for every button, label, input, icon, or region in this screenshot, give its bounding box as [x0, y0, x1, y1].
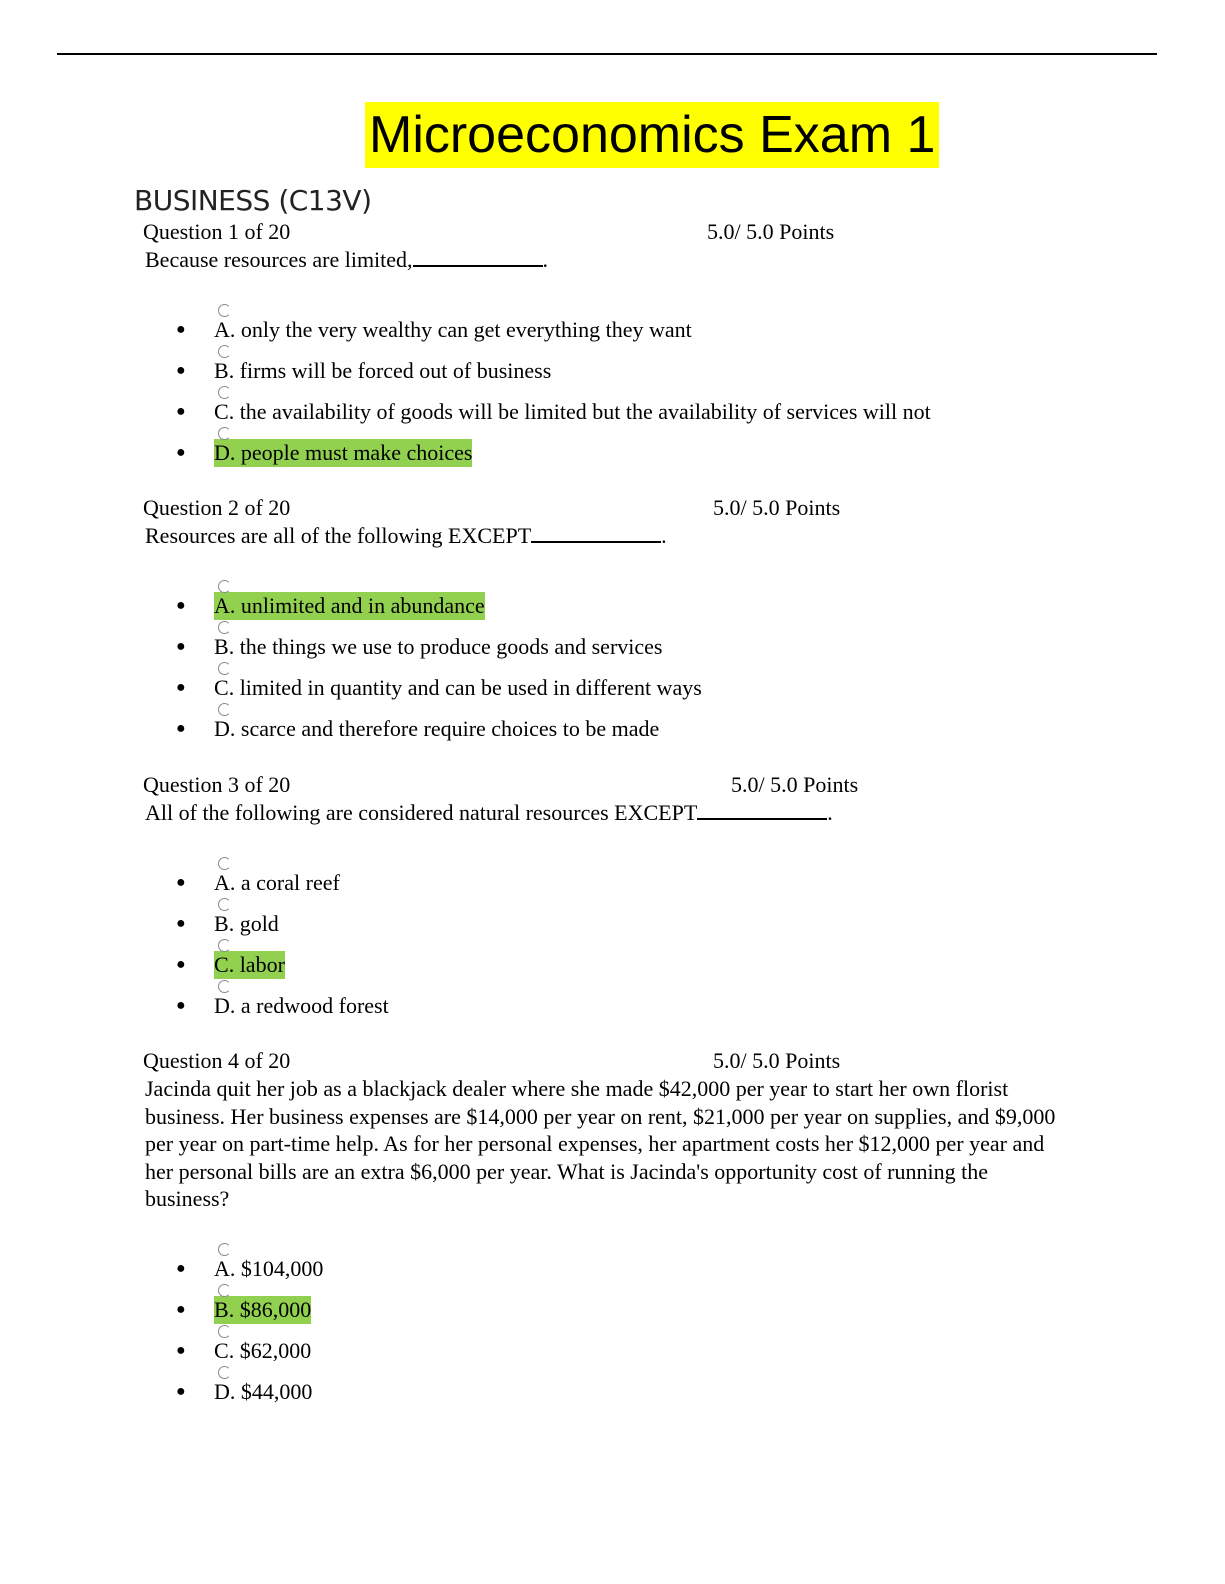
question-number: Question 2 of 20 — [143, 495, 291, 520]
exam-title: Microeconomics Exam 1 — [365, 102, 940, 168]
bullet-icon: ● — [176, 320, 186, 338]
question-text: All of the following are considered natu… — [145, 800, 833, 825]
question-points: 5.0/ 5.0 Points — [713, 1048, 841, 1073]
question-points: 5.0/ 5.0 Points — [731, 772, 859, 797]
radio-icon[interactable] — [218, 661, 231, 675]
bullet-icon: ● — [176, 873, 186, 891]
bullet-icon: ● — [176, 637, 186, 655]
question-block: Question 1 of 20 5.0/ 5.0 Points Because… — [0, 218, 1225, 467]
bullet-icon: ● — [176, 1300, 186, 1318]
bullet-icon: ● — [176, 402, 186, 420]
course-subject: BUSINESS (C13V) — [134, 184, 372, 217]
question-text: Jacinda quit her job as a blackjack deal… — [145, 1076, 1056, 1211]
bullet-icon: ● — [176, 1341, 186, 1359]
bullet-icon: ● — [176, 914, 186, 932]
question-number: Question 4 of 20 — [143, 1048, 291, 1073]
question-block: Question 4 of 20 5.0/ 5.0 Points Jacinda… — [0, 1047, 1225, 1404]
bullet-icon: ● — [176, 596, 186, 614]
radio-icon[interactable] — [218, 1242, 231, 1256]
answer-blank — [412, 247, 543, 267]
radio-icon[interactable] — [218, 579, 231, 593]
bullet-icon: ● — [176, 719, 186, 737]
radio-icon[interactable] — [218, 856, 231, 870]
answer-blank — [531, 523, 662, 543]
question-points: 5.0/ 5.0 Points — [713, 495, 841, 520]
question-text: Because resources are limited,. — [145, 247, 549, 272]
question-block: Question 3 of 20 5.0/ 5.0 Points All of … — [0, 771, 1225, 1018]
radio-icon[interactable] — [218, 897, 231, 911]
bullet-icon: ● — [176, 955, 186, 973]
radio-icon[interactable] — [218, 385, 231, 399]
question-header: Question 4 of 20 5.0/ 5.0 Points — [0, 1047, 1225, 1075]
radio-icon[interactable] — [218, 1283, 231, 1297]
question-header: Question 3 of 20 5.0/ 5.0 Points — [0, 771, 1225, 799]
bullet-icon: ● — [176, 361, 186, 379]
question-block: Question 2 of 20 5.0/ 5.0 Points Resourc… — [0, 494, 1225, 741]
bullet-icon: ● — [176, 443, 186, 461]
radio-icon[interactable] — [218, 620, 231, 634]
bullet-icon: ● — [176, 1382, 186, 1400]
question-number: Question 1 of 20 — [143, 219, 291, 244]
radio-icon[interactable] — [218, 344, 231, 358]
question-header: Question 2 of 20 5.0/ 5.0 Points — [0, 494, 1225, 522]
header-rule — [57, 53, 1157, 55]
radio-icon[interactable] — [218, 979, 231, 993]
bullet-icon: ● — [176, 678, 186, 696]
radio-icon[interactable] — [218, 426, 231, 440]
question-points: 5.0/ 5.0 Points — [707, 219, 835, 244]
radio-icon[interactable] — [218, 1365, 231, 1379]
bullet-icon: ● — [176, 996, 186, 1014]
answer-blank — [697, 800, 828, 820]
radio-icon[interactable] — [218, 702, 231, 716]
question-number: Question 3 of 20 — [143, 772, 291, 797]
question-text: Resources are all of the following EXCEP… — [145, 523, 667, 548]
question-header: Question 1 of 20 5.0/ 5.0 Points — [0, 218, 1225, 246]
bullet-icon: ● — [176, 1259, 186, 1277]
radio-icon[interactable] — [218, 303, 231, 317]
radio-icon[interactable] — [218, 1324, 231, 1338]
radio-icon[interactable] — [218, 938, 231, 952]
